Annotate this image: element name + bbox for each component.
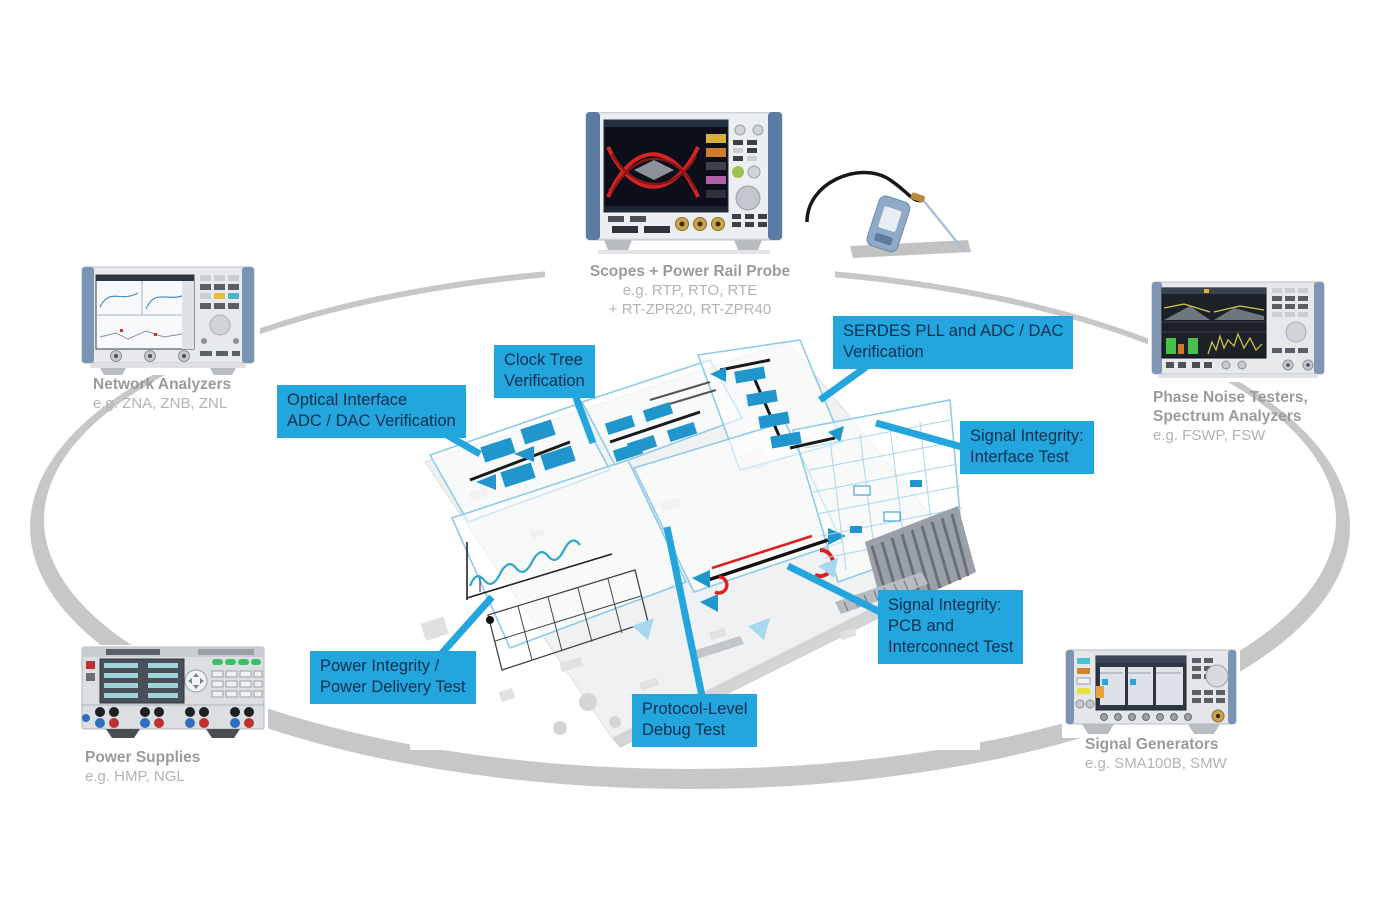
network-analyzer-art bbox=[81, 266, 255, 375]
caption-scopes: Scopes + Power Rail Probe e.g. RTP, RTO,… bbox=[545, 262, 835, 319]
caption-title: Scopes + Power Rail Probe bbox=[589, 263, 791, 280]
na-screen bbox=[95, 274, 195, 350]
caption-sub: e.g. FSWP, FSW bbox=[1153, 427, 1266, 444]
caption-phase-noise: Phase Noise Testers, Spectrum Analyzers … bbox=[1153, 388, 1308, 445]
callout-text-line: Protocol-Level bbox=[642, 700, 748, 718]
callout-text-line: SERDES PLL and ADC / DAC bbox=[843, 322, 1064, 340]
scope-bnc-connectors bbox=[675, 217, 725, 231]
optical-block-diagram bbox=[469, 419, 576, 490]
oscilloscope-art bbox=[585, 111, 783, 254]
caption-sub: e.g. HMP, NGL bbox=[85, 768, 185, 785]
callout-text-line: Signal Integrity: bbox=[970, 427, 1084, 445]
callout-text-line: Interface Test bbox=[970, 448, 1069, 466]
callout-si-pcb: Signal Integrity: PCB and Interconnect T… bbox=[878, 590, 1024, 664]
callout-text-line: PCB and bbox=[888, 617, 955, 635]
spectrum-analyzer-image bbox=[1148, 276, 1328, 382]
power-supply-image bbox=[78, 645, 268, 741]
fsw-keypad bbox=[1272, 288, 1308, 353]
callout-text-line: ADC / DAC Verification bbox=[287, 412, 456, 430]
spectrum-analyzer-art bbox=[1151, 281, 1325, 378]
callout-text-line: Power Integrity / bbox=[320, 657, 440, 675]
caption-sub: e.g. RTP, RTO, RTE bbox=[622, 282, 758, 299]
fsw-knob bbox=[1285, 321, 1307, 343]
fsw-screen bbox=[1161, 287, 1267, 359]
caption-network-analyzers: Network Analyzers e.g. ZNA, ZNB, ZNL bbox=[93, 375, 231, 413]
callout-si-interface: Signal Integrity: Interface Test bbox=[960, 421, 1094, 474]
oscilloscope-image bbox=[578, 111, 792, 262]
clock-tree-diagram bbox=[604, 381, 717, 463]
callout-text-line: Power Delivery Test bbox=[320, 678, 466, 696]
callout-text-line: Verification bbox=[504, 372, 585, 390]
probe-needle bbox=[923, 200, 966, 253]
serdes-diagram bbox=[710, 358, 844, 450]
scope-control-panel bbox=[732, 124, 767, 227]
callout-serdes: SERDES PLL and ADC / DAC Verification bbox=[833, 316, 1074, 369]
psu-keys bbox=[211, 659, 263, 698]
power-integrity-sketch bbox=[466, 539, 649, 671]
smg-keypad bbox=[1192, 658, 1229, 703]
caption-title: Spectrum Analyzers bbox=[1153, 408, 1302, 425]
psu-banana-jacks bbox=[82, 707, 254, 728]
callout-text-line: Interconnect Test bbox=[888, 638, 1014, 656]
probe-body bbox=[866, 195, 911, 253]
smg-connector-row bbox=[1100, 709, 1225, 723]
callout-text-line: Optical Interface bbox=[287, 391, 408, 409]
smg-side-keys bbox=[1075, 658, 1095, 709]
callout-protocol: Protocol-Level Debug Test bbox=[632, 694, 758, 747]
caption-sub: e.g. ZNA, ZNB, ZNL bbox=[93, 395, 228, 412]
callout-power-integrity: Power Integrity / Power Delivery Test bbox=[310, 651, 476, 704]
signal-generator-art bbox=[1065, 649, 1237, 734]
callout-text-line: Clock Tree bbox=[504, 351, 583, 369]
callout-clock-tree: Clock Tree Verification bbox=[494, 345, 595, 398]
caption-title: Power Supplies bbox=[85, 749, 201, 766]
psu-dpad bbox=[184, 669, 208, 693]
scope-knob bbox=[735, 185, 761, 211]
power-rail-probe-image bbox=[793, 156, 973, 260]
caption-title: Signal Generators bbox=[1085, 736, 1219, 753]
network-analyzer-image bbox=[76, 263, 260, 375]
na-knob bbox=[209, 314, 231, 336]
probe-art bbox=[805, 170, 966, 253]
caption-title: Phase Noise Testers, bbox=[1153, 389, 1308, 406]
callout-text-line: Verification bbox=[843, 343, 924, 361]
power-supply-art bbox=[81, 646, 265, 738]
fsw-connector-row bbox=[1166, 359, 1314, 371]
caption-sub: + RT-ZPR20, RT-ZPR40 bbox=[608, 301, 772, 318]
smg-knob bbox=[1205, 664, 1229, 688]
caption-title: Network Analyzers bbox=[93, 376, 232, 393]
psu-readout bbox=[104, 663, 178, 698]
caption-sub: e.g. SMA100B, SMW bbox=[1085, 755, 1227, 772]
caption-power-supplies: Power Supplies e.g. HMP, NGL bbox=[85, 748, 200, 786]
callout-text-line: Signal Integrity: bbox=[888, 596, 1002, 614]
signal-generator-image bbox=[1062, 646, 1240, 738]
callout-text-line: Debug Test bbox=[642, 721, 726, 739]
na-keypad bbox=[200, 275, 240, 356]
caption-signal-generators: Signal Generators e.g. SMA100B, SMW bbox=[1085, 735, 1227, 773]
na-connectors bbox=[110, 350, 190, 362]
callout-optical-interface: Optical Interface ADC / DAC Verification bbox=[277, 385, 466, 438]
